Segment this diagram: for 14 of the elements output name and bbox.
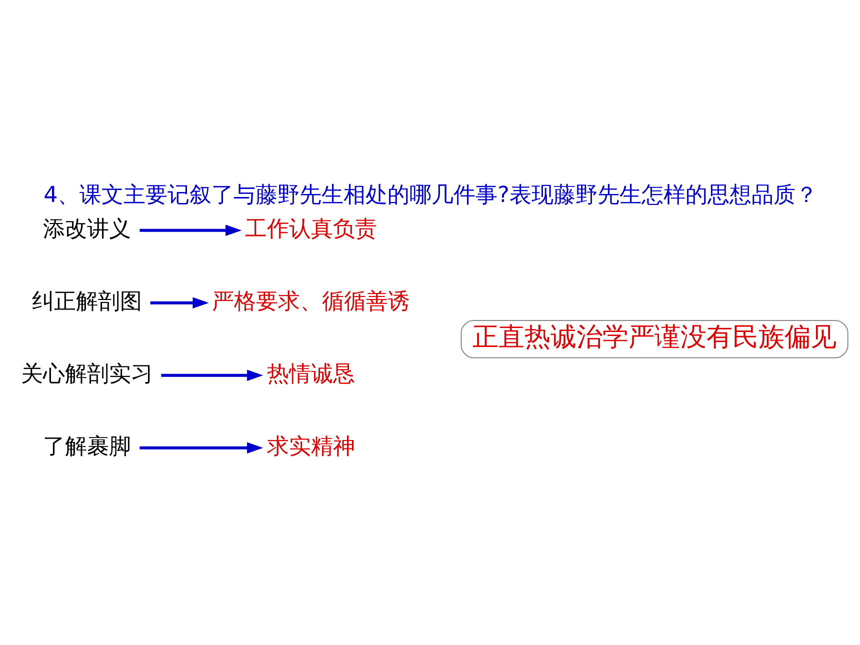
node-text: 了解裹脚 (42, 432, 131, 459)
node-text: 求实精神 (266, 432, 355, 459)
arrow (160, 369, 263, 380)
arrow (139, 224, 242, 236)
diagram-title: 4、课文主要记叙了与藤野先生相处的哪几件事?表现藤野先生怎样的思想品质？ (43, 181, 817, 208)
node-box: 正直热诚治学严谨没有民族偏见 (460, 319, 848, 358)
arrow (139, 442, 263, 453)
node-text: 添改讲义 (42, 216, 131, 242)
arrow (150, 296, 208, 308)
node-text: 关心解剖实习 (20, 360, 153, 386)
node-text: 严格要求、循循善诱 (212, 288, 410, 314)
node-text: 纠正解剖图 (32, 288, 142, 314)
node-text: 工作认真负责 (244, 216, 377, 242)
node-text: 热情诚恳 (266, 360, 355, 386)
